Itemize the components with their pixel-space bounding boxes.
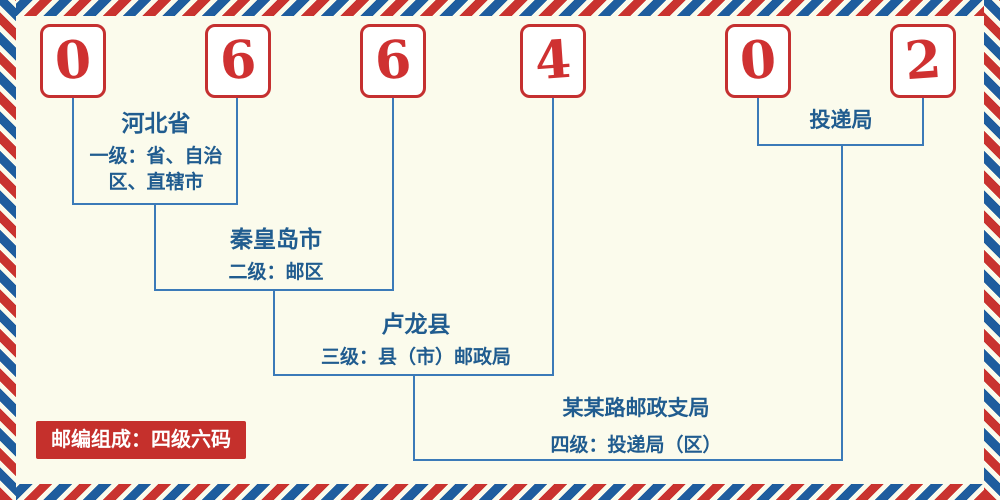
digit-3: 6 xyxy=(372,28,414,93)
digit-6: 2 xyxy=(902,28,944,93)
level-3-name: 卢龙县 xyxy=(381,311,451,337)
digit-box-5: 0 xyxy=(725,24,791,98)
connector-line xyxy=(552,98,554,376)
level-5-name: 投递局 xyxy=(809,109,873,132)
level-3-desc: 三级：县（市）邮政局 xyxy=(320,346,512,368)
connector-line xyxy=(841,146,843,459)
level-4-desc: 四级：投递局（区） xyxy=(550,435,722,457)
digit-box-2: 6 xyxy=(205,24,271,98)
level-5-label: 投递局 xyxy=(810,108,873,133)
level-3-label: 卢龙县 三级：县（市）邮政局 xyxy=(321,311,511,371)
level-1-label: 河北省 一级：省、自治区、直辖市 xyxy=(81,110,231,197)
level-1-desc: 一级：省、自治区、直辖市 xyxy=(89,145,223,194)
digit-box-6: 2 xyxy=(890,24,956,98)
connector-line xyxy=(273,291,275,376)
connector-line xyxy=(413,459,843,461)
digit-box-3: 6 xyxy=(360,24,426,98)
connector-line xyxy=(392,98,394,291)
composition-badge: 邮编组成：四级六码 xyxy=(36,421,246,459)
airmail-border-top xyxy=(0,0,1000,16)
airmail-border-right xyxy=(984,0,1000,500)
airmail-border-left xyxy=(0,0,16,500)
connector-line xyxy=(273,374,554,376)
digit-box-1: 0 xyxy=(40,24,106,98)
connector-line xyxy=(236,98,238,205)
level-2-desc: 二级：邮区 xyxy=(228,261,324,283)
connector-line xyxy=(72,98,74,205)
airmail-border-bottom xyxy=(0,484,1000,500)
level-2-name: 秦皇岛市 xyxy=(229,226,322,252)
level-4-name: 某某路邮政支局 xyxy=(562,397,710,420)
connector-line xyxy=(154,289,394,291)
digit-4: 4 xyxy=(532,28,574,93)
connector-line xyxy=(413,376,415,461)
digit-box-4: 4 xyxy=(520,24,586,98)
digit-5: 0 xyxy=(737,28,779,93)
level-1-name: 河北省 xyxy=(121,110,191,136)
level-2-label: 秦皇岛市 二级：邮区 xyxy=(228,226,323,286)
level-4-label: 某某路邮政支局 四级：投递局（区） xyxy=(550,396,721,460)
connector-line xyxy=(922,98,924,146)
digit-1: 0 xyxy=(52,28,94,93)
connector-line xyxy=(757,98,759,146)
connector-line xyxy=(154,205,156,291)
connector-line xyxy=(757,144,924,146)
connector-line xyxy=(72,203,238,205)
digit-2: 6 xyxy=(217,28,259,93)
